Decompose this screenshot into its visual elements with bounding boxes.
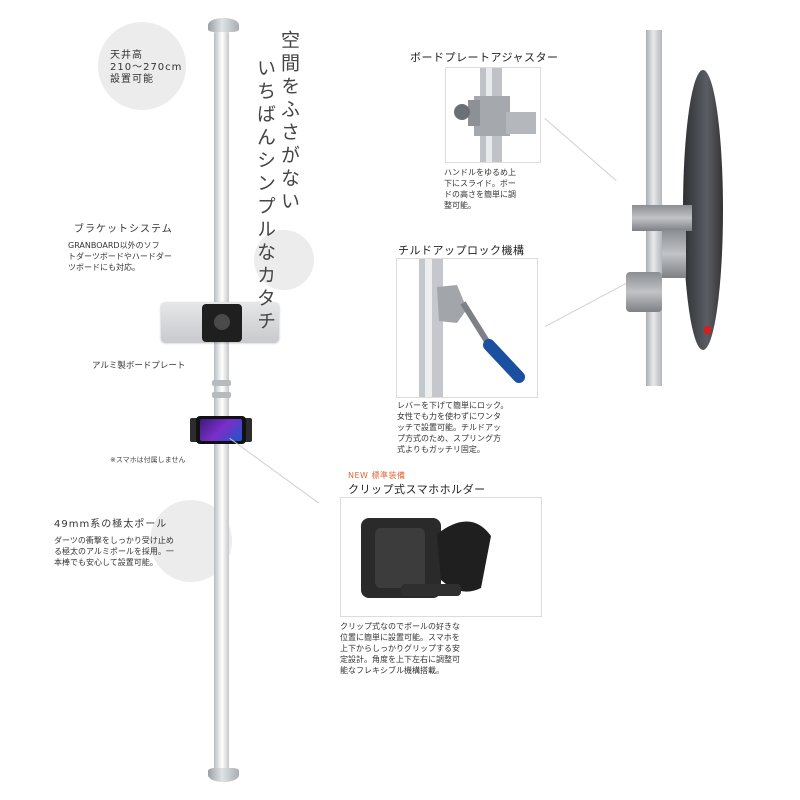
pole-info-title: 49mm系の極太ポール [54,519,168,530]
adjuster-photo [445,67,541,163]
phone-clip-right [244,418,252,442]
main-pole [214,30,229,774]
adjuster-title: ボードプレートアジャスター [410,51,559,64]
ceiling-bubble [98,22,186,110]
bracket-system-title: ブラケットシステム [74,224,173,235]
holder-desc: クリップ式なのでポールの好きな 位置に簡単に設置可能。スマホを 上下からしっかり… [340,622,460,675]
connector-line [544,118,617,182]
connector-line [545,281,630,327]
connector-line [229,438,319,504]
lock-title: チルドアップロック機構 [398,244,525,257]
plate-connector [662,230,686,278]
new-badge: NEW 標準装備 [348,471,406,480]
holder-title: クリップ式スマホホルダー [348,483,486,496]
adjuster-desc: ハンドルをゆるめ上 下にスライド。ボー ドの高さを簡単に調 整可能。 [444,168,516,210]
pole-joint [212,392,231,398]
pole-info-desc: ダーツの衝撃をしっかり受け止め る極太のアルミポールを採用。一 本棒でも安心して… [54,536,174,567]
adjuster-arm [632,205,692,231]
phone-clip-left [190,418,198,442]
pole-joint [212,380,231,386]
lock-desc: レバーを下げて簡単にロック。 女性でも力を使わずにワンタ ッチで設置可能。チルド… [397,401,509,454]
bracket-system-desc: GRANBOARD以外のソフ トダーツボードやハードダー ツボードにも対応。 [68,241,172,272]
phone-note: ※スマホは付属しません [110,456,186,464]
bracket-hole [214,314,230,330]
plate-label: アルミ製ボードプレート [92,361,186,371]
tagline-line2: いちばんシンプルなカタチ [254,58,276,334]
smartphone-screen [200,419,242,441]
ceiling-height-label: 天井高 210〜270cm 設置可能 [110,50,183,85]
pole-top-cap [208,18,239,32]
bracket-bubble [254,230,314,290]
lock-photo [396,258,538,398]
lock-lever [626,272,662,312]
holder-photo [340,497,542,617]
tagline-line1: 空間をふさがない [278,30,300,214]
board-indicator-light [704,326,711,334]
pole-bottom-cap [208,768,239,782]
